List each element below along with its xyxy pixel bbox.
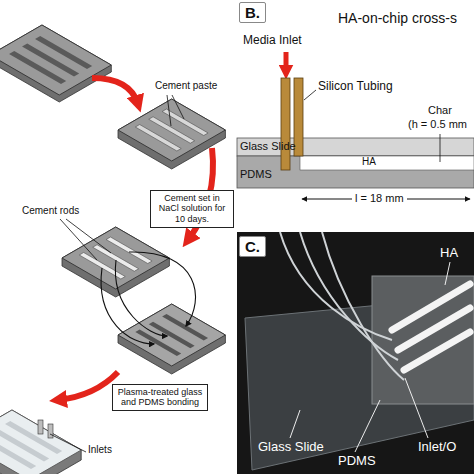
callout-box: Cement set in NaCl solution for 10 days. xyxy=(150,190,234,228)
part-label: Silicon Tubing xyxy=(318,80,393,94)
leader-line xyxy=(50,434,86,452)
part-label: Media Inlet xyxy=(243,34,302,48)
callout-box: Plasma-treated glass and PDMS bonding xyxy=(112,384,208,411)
leader-line xyxy=(440,134,441,162)
part-label: PDMS xyxy=(240,168,272,181)
bonded-chip xyxy=(0,410,81,474)
part-label: Inlet/O xyxy=(418,440,456,455)
part-label: l = 18 mm xyxy=(352,192,407,205)
part-label: Inlets xyxy=(88,444,112,456)
panel-b-ground xyxy=(237,0,474,230)
part-label: (h = 0.5 mm xyxy=(408,118,467,131)
part-label: Char xyxy=(428,104,452,117)
process-arrow xyxy=(58,372,118,400)
callout-text: Cement set in NaCl solution for 10 days. xyxy=(155,193,229,224)
ha-rods-photo xyxy=(392,284,470,370)
leader-line xyxy=(290,262,450,452)
part-label: Cement paste xyxy=(155,80,217,92)
panel-c-photo xyxy=(237,232,474,474)
leader-line xyxy=(60,219,111,260)
part-label: HA-on-chip cross-s xyxy=(338,10,457,26)
leader-line xyxy=(304,90,316,100)
process-arrow xyxy=(92,78,138,104)
tubing-photo xyxy=(280,232,404,380)
panel-letter: C. xyxy=(239,236,266,257)
transfer-arrows xyxy=(101,252,195,344)
glass-slide xyxy=(237,138,474,156)
mold-template xyxy=(0,25,111,102)
part-label: Cement rods xyxy=(22,205,79,217)
pdms-layer xyxy=(237,156,474,188)
part-label: PDMS xyxy=(338,454,376,469)
leader-line xyxy=(167,95,184,126)
part-label: HA xyxy=(440,246,458,261)
ha-channel xyxy=(300,156,474,170)
silicon-tube xyxy=(281,78,290,170)
inlet-arrow xyxy=(284,52,289,72)
part-label: Glass Slide xyxy=(240,140,296,153)
cement-mold xyxy=(118,99,225,169)
pdms-block-photo xyxy=(372,276,474,404)
panel-letter: B. xyxy=(239,2,266,23)
part-label: Glass Slide xyxy=(258,440,324,455)
callout-text: Plasma-treated glass and PDMS bonding xyxy=(117,387,203,408)
part-label: HA xyxy=(362,156,376,168)
